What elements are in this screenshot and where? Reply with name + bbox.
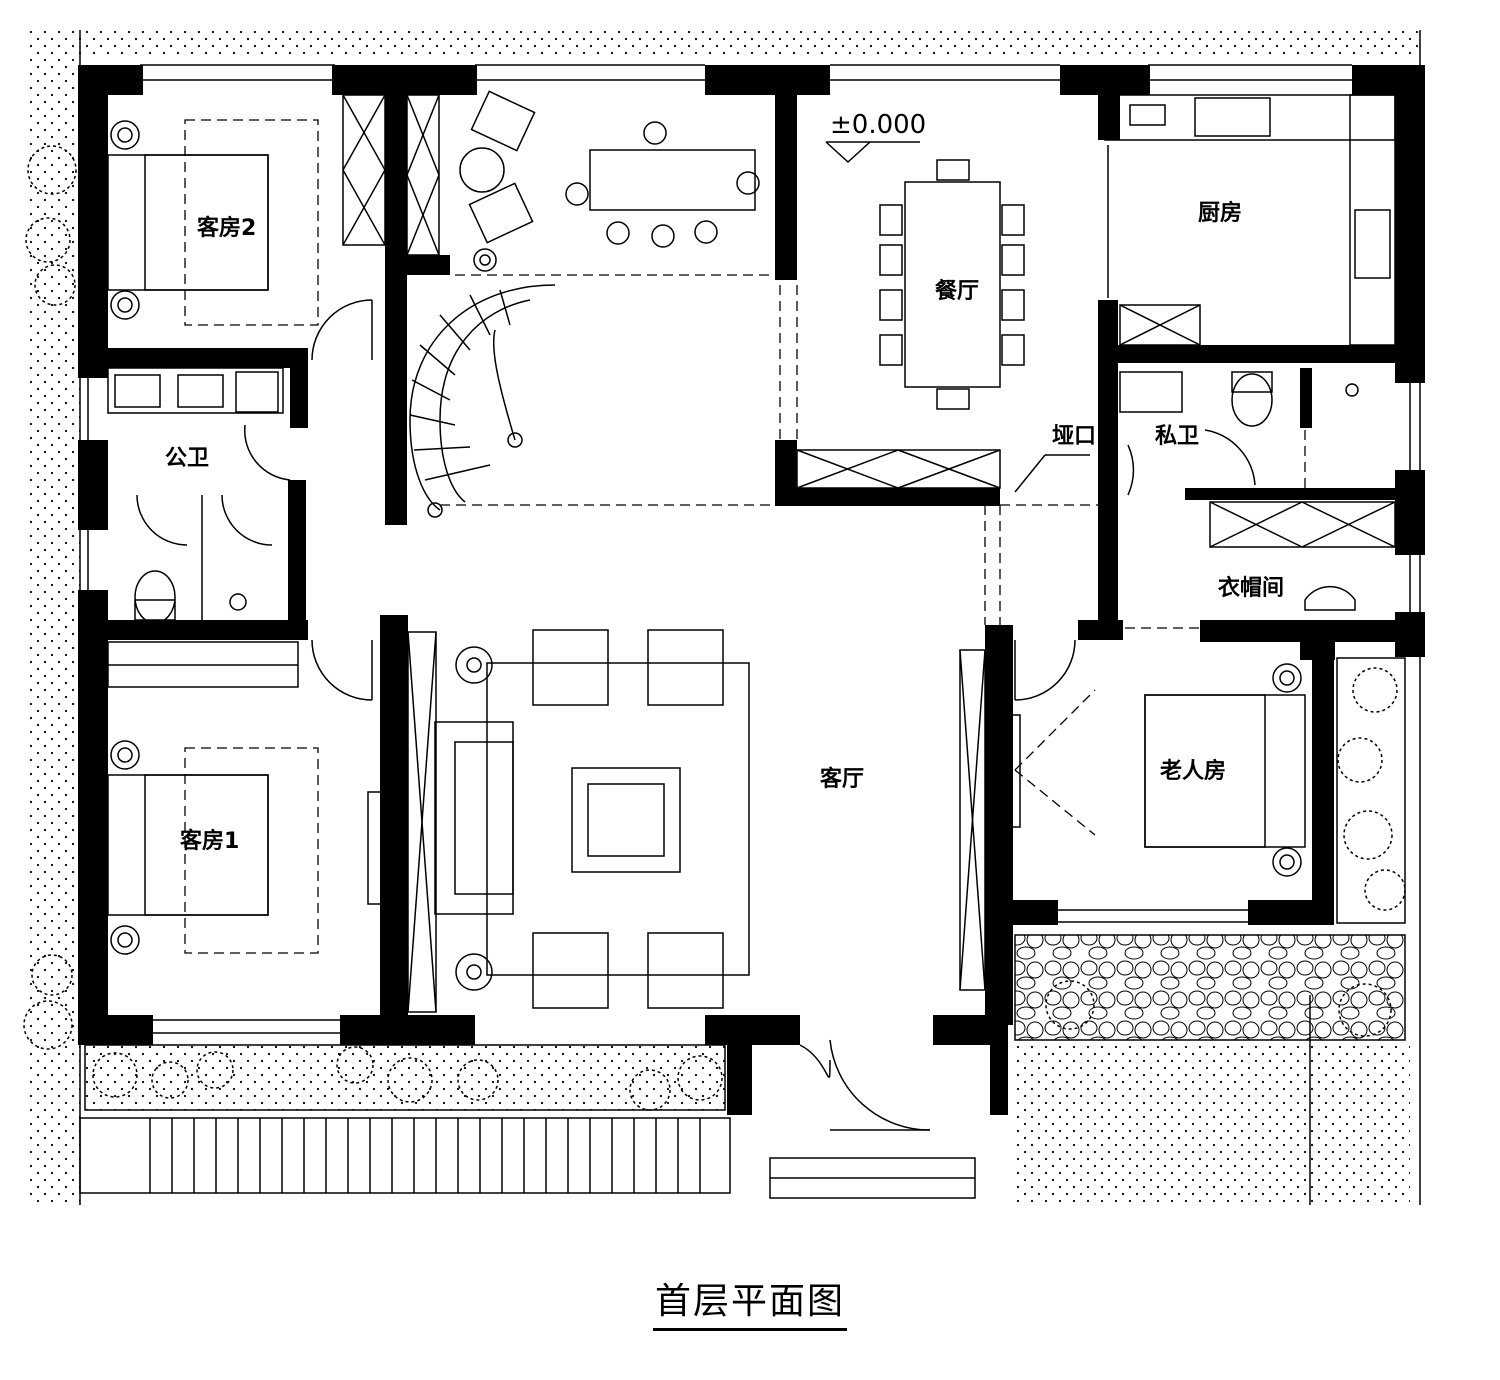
label-private-bath: 私卫 xyxy=(1155,424,1199,449)
room-labels: 客房2 厨房 餐厅 公卫 垭口 私卫 衣帽间 老人房 客厅 客房1 xyxy=(165,200,1284,854)
elevation-label: ±0.000 xyxy=(830,110,926,140)
site-landscape xyxy=(23,30,1421,1205)
label-living-room: 客厅 xyxy=(820,766,864,792)
elevation-marker: ±0.000 xyxy=(825,110,926,164)
spiral-stair xyxy=(409,274,775,518)
label-pass: 垭口 xyxy=(1052,424,1096,449)
label-cloakroom: 衣帽间 xyxy=(1218,575,1284,601)
label-guest-room-2: 客房2 xyxy=(197,215,256,241)
shrub-icons xyxy=(23,145,1406,1111)
label-kitchen: 厨房 xyxy=(1198,200,1242,226)
paving-strips xyxy=(79,1117,976,1199)
label-guest-room-1: 客房1 xyxy=(180,828,239,854)
window-lines xyxy=(87,64,1411,1034)
cabinets xyxy=(107,94,1396,1013)
drawing-title-block: 首层平面图 xyxy=(0,1272,1500,1331)
furniture xyxy=(107,90,1396,1009)
label-public-bath: 公卫 xyxy=(165,446,209,471)
drawing-title: 首层平面图 xyxy=(652,1281,847,1331)
door-swings xyxy=(136,145,1306,1131)
label-dining: 餐厅 xyxy=(935,279,979,304)
label-elder-room: 老人房 xyxy=(1159,758,1226,784)
leader-line xyxy=(1014,454,1046,493)
walls xyxy=(78,65,1425,1115)
